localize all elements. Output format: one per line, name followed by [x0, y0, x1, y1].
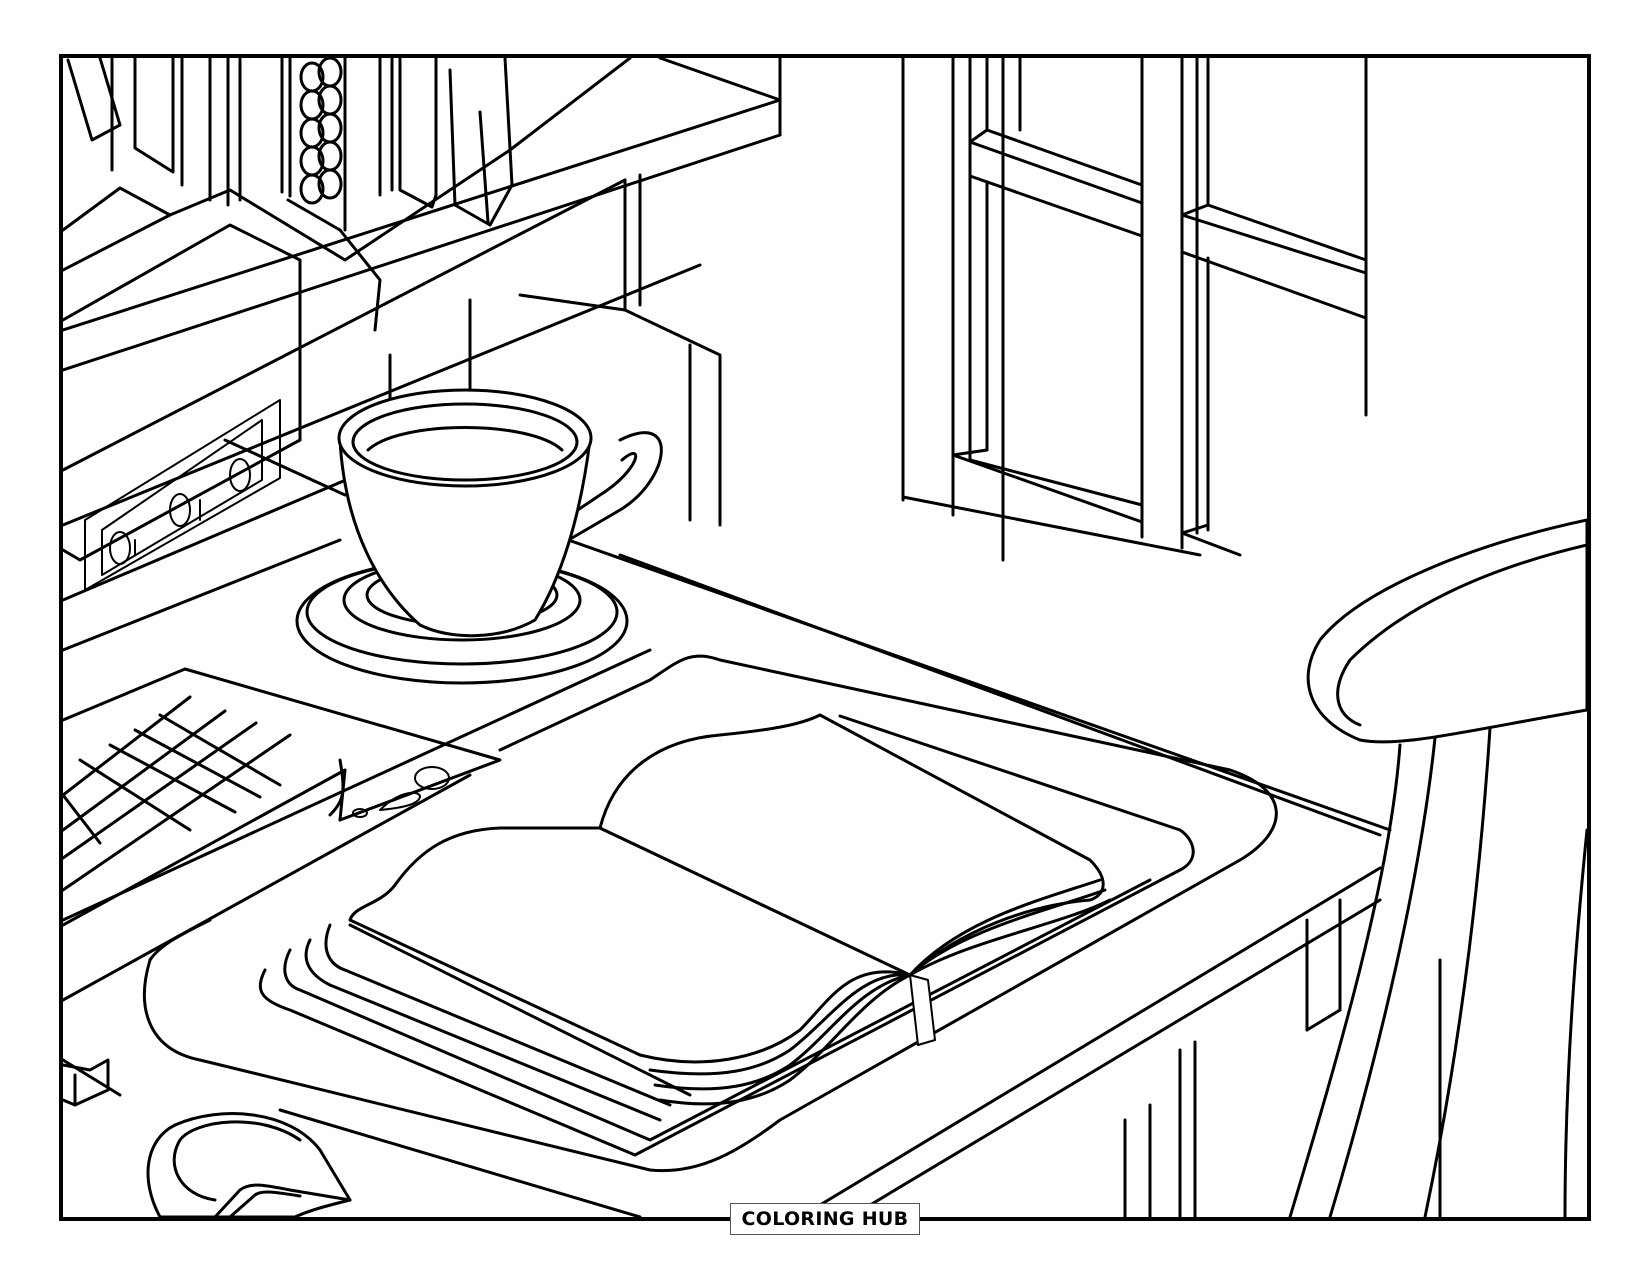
book-icon: [258, 713, 1195, 1157]
brand-label: COLORING HUB: [730, 1203, 920, 1235]
block-icon: [63, 1058, 110, 1107]
mouse-icon: [146, 1112, 352, 1217]
keyboard-icon: [63, 667, 502, 927]
spill-icon: [352, 766, 450, 818]
chair-icon: [1288, 518, 1587, 1217]
cup-icon: [295, 388, 663, 685]
desk-icon: [63, 528, 1392, 1217]
desk-mat-icon: [142, 654, 1278, 1173]
window-icon: [901, 58, 1368, 557]
bookshelf-icon: [63, 58, 782, 652]
